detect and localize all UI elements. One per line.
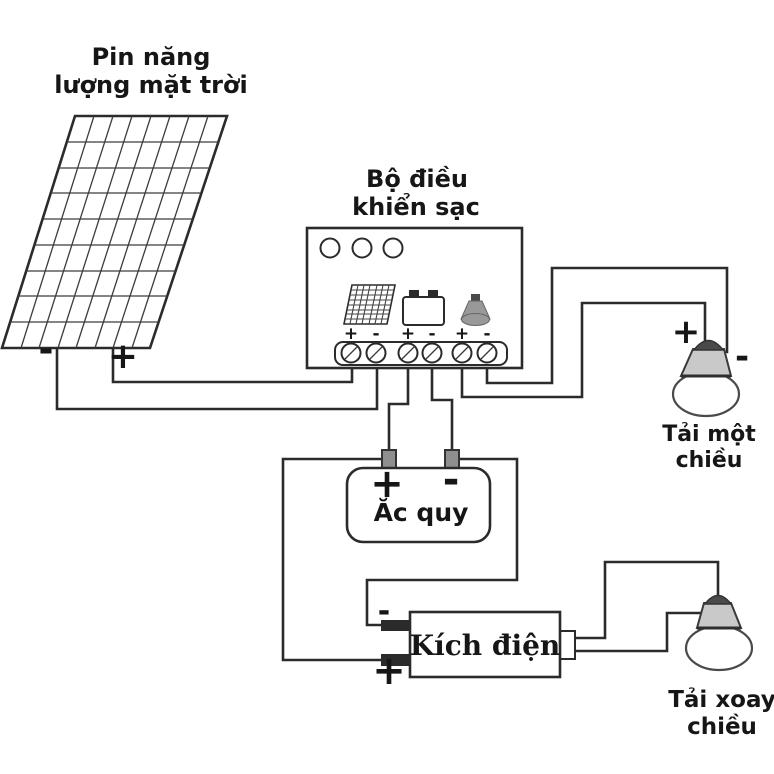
- terminal-strip: [334, 341, 508, 366]
- charge-controller: Bộ điều khiển sạc: [305, 165, 524, 370]
- dc-bulb-globe: [671, 370, 741, 418]
- inverter-terminal-positive: [381, 654, 411, 666]
- controller-title-line2: khiển sạc: [352, 191, 480, 221]
- solar-panel-grid: [10, 115, 218, 349]
- wire-battery-positive-to-inverter: [281, 457, 385, 662]
- ac-load-label-line1: Tải xoay: [668, 687, 774, 713]
- wire-controller-to-dc-load-negative: [485, 266, 729, 385]
- terminal-polarity-labels: + - + - + -: [344, 324, 491, 344]
- terminal-screw-4: [421, 342, 443, 364]
- wire-battery-negative-to-inverter: [365, 457, 519, 627]
- wire-panel-negative-to-controller: [55, 343, 379, 411]
- ac-load: Tải xoay chiều: [668, 594, 774, 740]
- terminal-label-1: +: [344, 324, 358, 344]
- terminal-screw-5: [451, 342, 473, 364]
- dc-bulb-cap: [692, 339, 725, 351]
- solar-panel-title-line2: lượng mặt trời: [54, 71, 247, 99]
- solar-panel-plus-label: +: [108, 336, 138, 377]
- terminal-label-5: +: [455, 324, 469, 344]
- solar-panel-title-line1: Pin năng: [92, 43, 211, 71]
- ac-bulb-cap: [703, 594, 733, 605]
- terminal-screw-2: [365, 342, 387, 364]
- wire-controller-to-dc-load-positive: [460, 301, 707, 399]
- dc-load-label-line1: Tải một: [662, 422, 756, 447]
- ac-bulb-globe: [684, 624, 754, 672]
- solar-panel: Pin năng lượng mặt trời - +: [0, 43, 248, 377]
- wire-controller-to-battery-negative: [430, 358, 454, 455]
- ac-load-label-line2: chiều: [687, 713, 757, 740]
- inverter-label: Kích điện: [410, 629, 561, 662]
- inverter-output-connector: [559, 630, 576, 660]
- battery-label: Ăc quy: [374, 497, 469, 527]
- wire-inverter-to-ac-load-side: [572, 611, 703, 653]
- terminal-screw-6: [476, 342, 498, 364]
- terminal-label-6: -: [483, 324, 490, 344]
- inverter-minus-label: -: [378, 594, 390, 629]
- led-indicator-2: [351, 237, 373, 259]
- led-indicator-1: [319, 237, 341, 259]
- battery: + - Ăc quy: [345, 449, 492, 544]
- wire-panel-positive-to-controller: [111, 343, 354, 384]
- ac-bulb-neck: [695, 602, 743, 629]
- battery-plus-label: +: [370, 461, 404, 507]
- dc-bulb-neck: [679, 348, 733, 377]
- inverter-plus-label: +: [372, 648, 406, 694]
- led-indicator-3: [382, 237, 404, 259]
- terminal-label-3: +: [401, 324, 415, 344]
- inverter: - + Kích điện: [372, 594, 576, 694]
- solar-panel-body: [0, 114, 229, 350]
- wires: [55, 266, 729, 662]
- solar-panel-minus-label: -: [39, 329, 54, 370]
- battery-minus-label: -: [443, 457, 460, 503]
- inverter-terminal-negative: [381, 620, 411, 631]
- dc-load: + - Tải một chiều: [662, 312, 756, 473]
- inverter-body: [408, 610, 562, 679]
- solar-panel-icon: [343, 284, 396, 325]
- dc-load-label-line2: chiều: [676, 448, 743, 473]
- wire-controller-to-battery-positive: [387, 358, 410, 455]
- controller-title-line1: Bộ điều: [366, 165, 468, 193]
- controller-led-indicators: [319, 237, 404, 259]
- battery-icon: [402, 290, 445, 326]
- battery-body: [345, 466, 492, 544]
- terminal-label-2: -: [372, 324, 379, 344]
- wire-inverter-to-ac-load-top: [572, 560, 720, 640]
- dc-load-minus-label: -: [735, 337, 749, 377]
- terminal-screw-1: [340, 342, 362, 364]
- dc-load-plus-label: +: [672, 312, 701, 352]
- terminal-screw-3: [397, 342, 419, 364]
- terminal-label-4: -: [428, 324, 435, 344]
- bulb-icon: [460, 294, 491, 326]
